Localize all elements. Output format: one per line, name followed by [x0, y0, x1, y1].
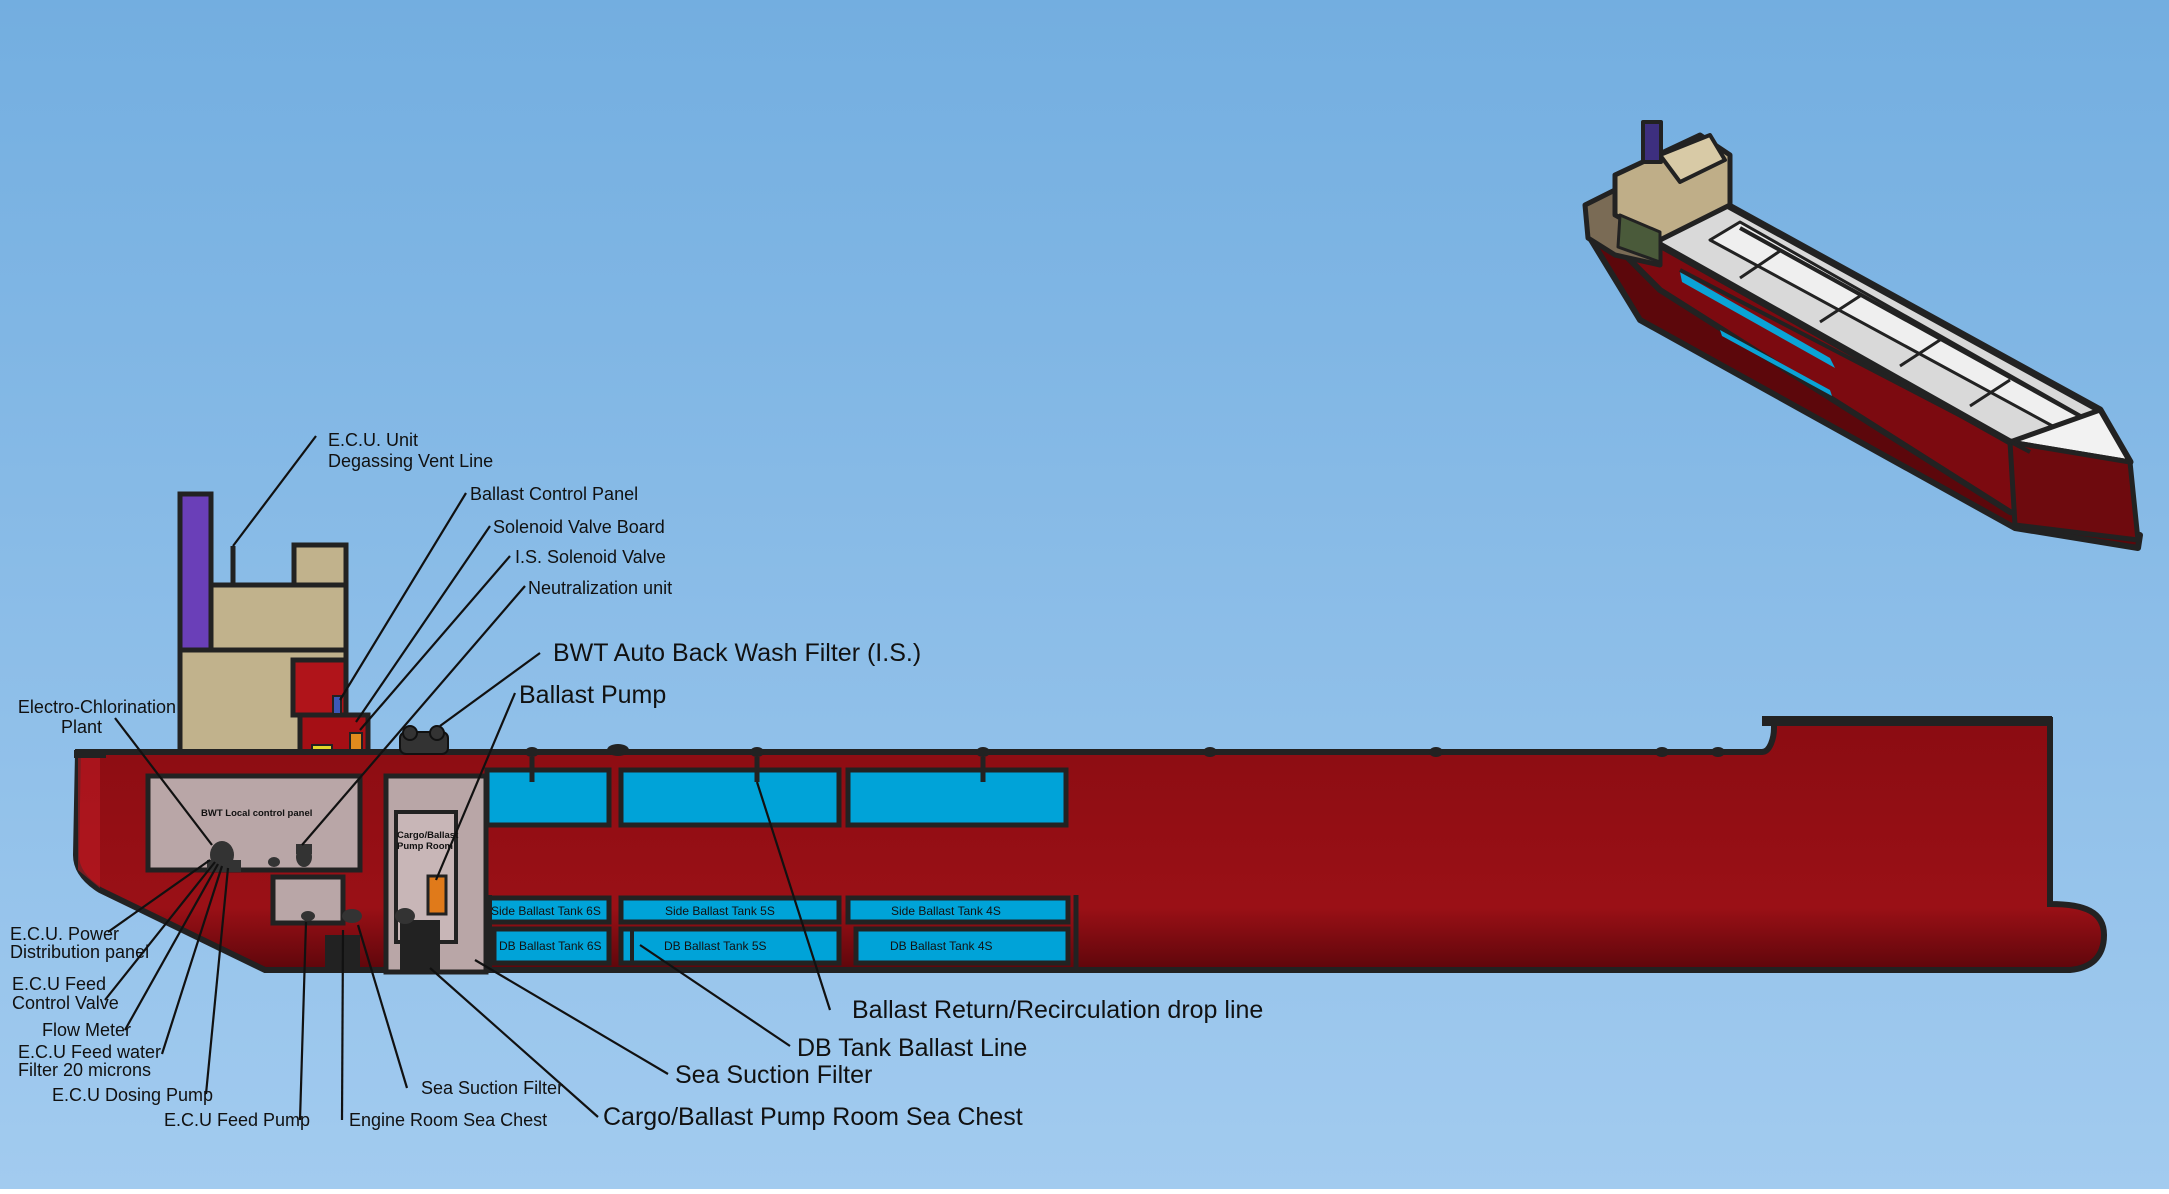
label-ecu-power: E.C.U. Power [10, 924, 119, 944]
label-cargo-ballast-sea-chest: Cargo/Ballast Pump Room Sea Chest [603, 1103, 1023, 1131]
db-tank-6s-label: DB Ballast Tank 6S [499, 939, 602, 953]
label-sea-suction-filter-small: Sea Suction Filter [421, 1078, 563, 1098]
label-ballast-return-line: Ballast Return/Recirculation drop line [852, 996, 1263, 1024]
superstructure-top [291, 542, 349, 592]
label-flow-meter: Flow Meter [42, 1020, 131, 1040]
side-tank-4s-label: Side Ballast Tank 4S [891, 904, 1001, 918]
label-filter-20-microns: Filter 20 microns [18, 1060, 151, 1080]
leader-lines [104, 435, 832, 1121]
ecu-equipment [207, 841, 362, 923]
label-db-tank-ballast-line: DB Tank Ballast Line [797, 1034, 1027, 1062]
label-ballast-control-panel: Ballast Control Panel [470, 484, 638, 504]
label-sea-suction-filter: Sea Suction Filter [675, 1061, 872, 1089]
side-ballast-tank-5s [618, 895, 842, 925]
label-ecu-feed-pump: E.C.U Feed Pump [164, 1110, 310, 1130]
upper-tank-6 [484, 767, 612, 828]
label-control-valve: Control Valve [12, 993, 119, 1013]
ship-3d-view [1582, 120, 2143, 551]
bwt-filter-equipment [399, 725, 449, 755]
label-bwt-filter: BWT Auto Back Wash Filter (I.S.) [553, 639, 921, 667]
deck-vents [525, 744, 1725, 757]
ship-elevation: BWT Local control panel Cargo/Ballast Pu… [72, 491, 2108, 975]
upper-tank-5 [618, 767, 842, 828]
labels: E.C.U. Unit Degassing Vent Line Ballast … [10, 430, 1263, 1131]
label-is-solenoid-valve: I.S. Solenoid Valve [515, 547, 666, 567]
upper-tank-4 [845, 767, 1069, 828]
side-ballast-tank-6s [484, 895, 612, 925]
hull [72, 717, 2108, 973]
ballast-pump [426, 874, 448, 916]
label-degassing-vent-line: Degassing Vent Line [328, 451, 493, 471]
label-engine-room-sea-chest: Engine Room Sea Chest [349, 1110, 547, 1130]
label-neutralization-unit: Neutralization unit [528, 578, 672, 598]
side-tank-6s-label: Side Ballast Tank 6S [491, 904, 601, 918]
pump-room-label-2: Pump Room [397, 841, 453, 852]
bwt-local-panel-label: BWT Local control panel [201, 808, 312, 819]
label-solenoid-valve-board: Solenoid Valve Board [493, 517, 665, 537]
pump-room-label-1: Cargo/Ballast [397, 830, 459, 841]
label-ballast-pump: Ballast Pump [519, 681, 666, 709]
side-tank-5s-label: Side Ballast Tank 5S [665, 904, 775, 918]
db-tank-4s-label: DB Ballast Tank 4S [890, 939, 993, 953]
label-ecu-feed: E.C.U Feed [12, 974, 106, 994]
label-electro-chlorination: Electro-Chlorination [18, 697, 176, 717]
pump-room-sea-chest [400, 920, 440, 972]
db-tank-5s-label: DB Ballast Tank 5S [664, 939, 767, 953]
db-ballast-tank-6s [491, 926, 612, 966]
side-ballast-tank-4s [845, 895, 1071, 925]
db-ballast-tank-4s [853, 926, 1071, 966]
label-electro-chlorination-plant: Plant [61, 717, 102, 737]
label-ecu-dosing-pump: E.C.U Dosing Pump [52, 1085, 213, 1105]
label-distribution-panel: Distribution panel [10, 942, 149, 962]
bwt-local-panel-room [145, 773, 363, 873]
superstructure-mid [208, 582, 349, 655]
funnel [177, 491, 214, 653]
label-ecu-unit: E.C.U. Unit [328, 430, 418, 450]
label-ecu-feed-water: E.C.U Feed water [18, 1042, 161, 1062]
